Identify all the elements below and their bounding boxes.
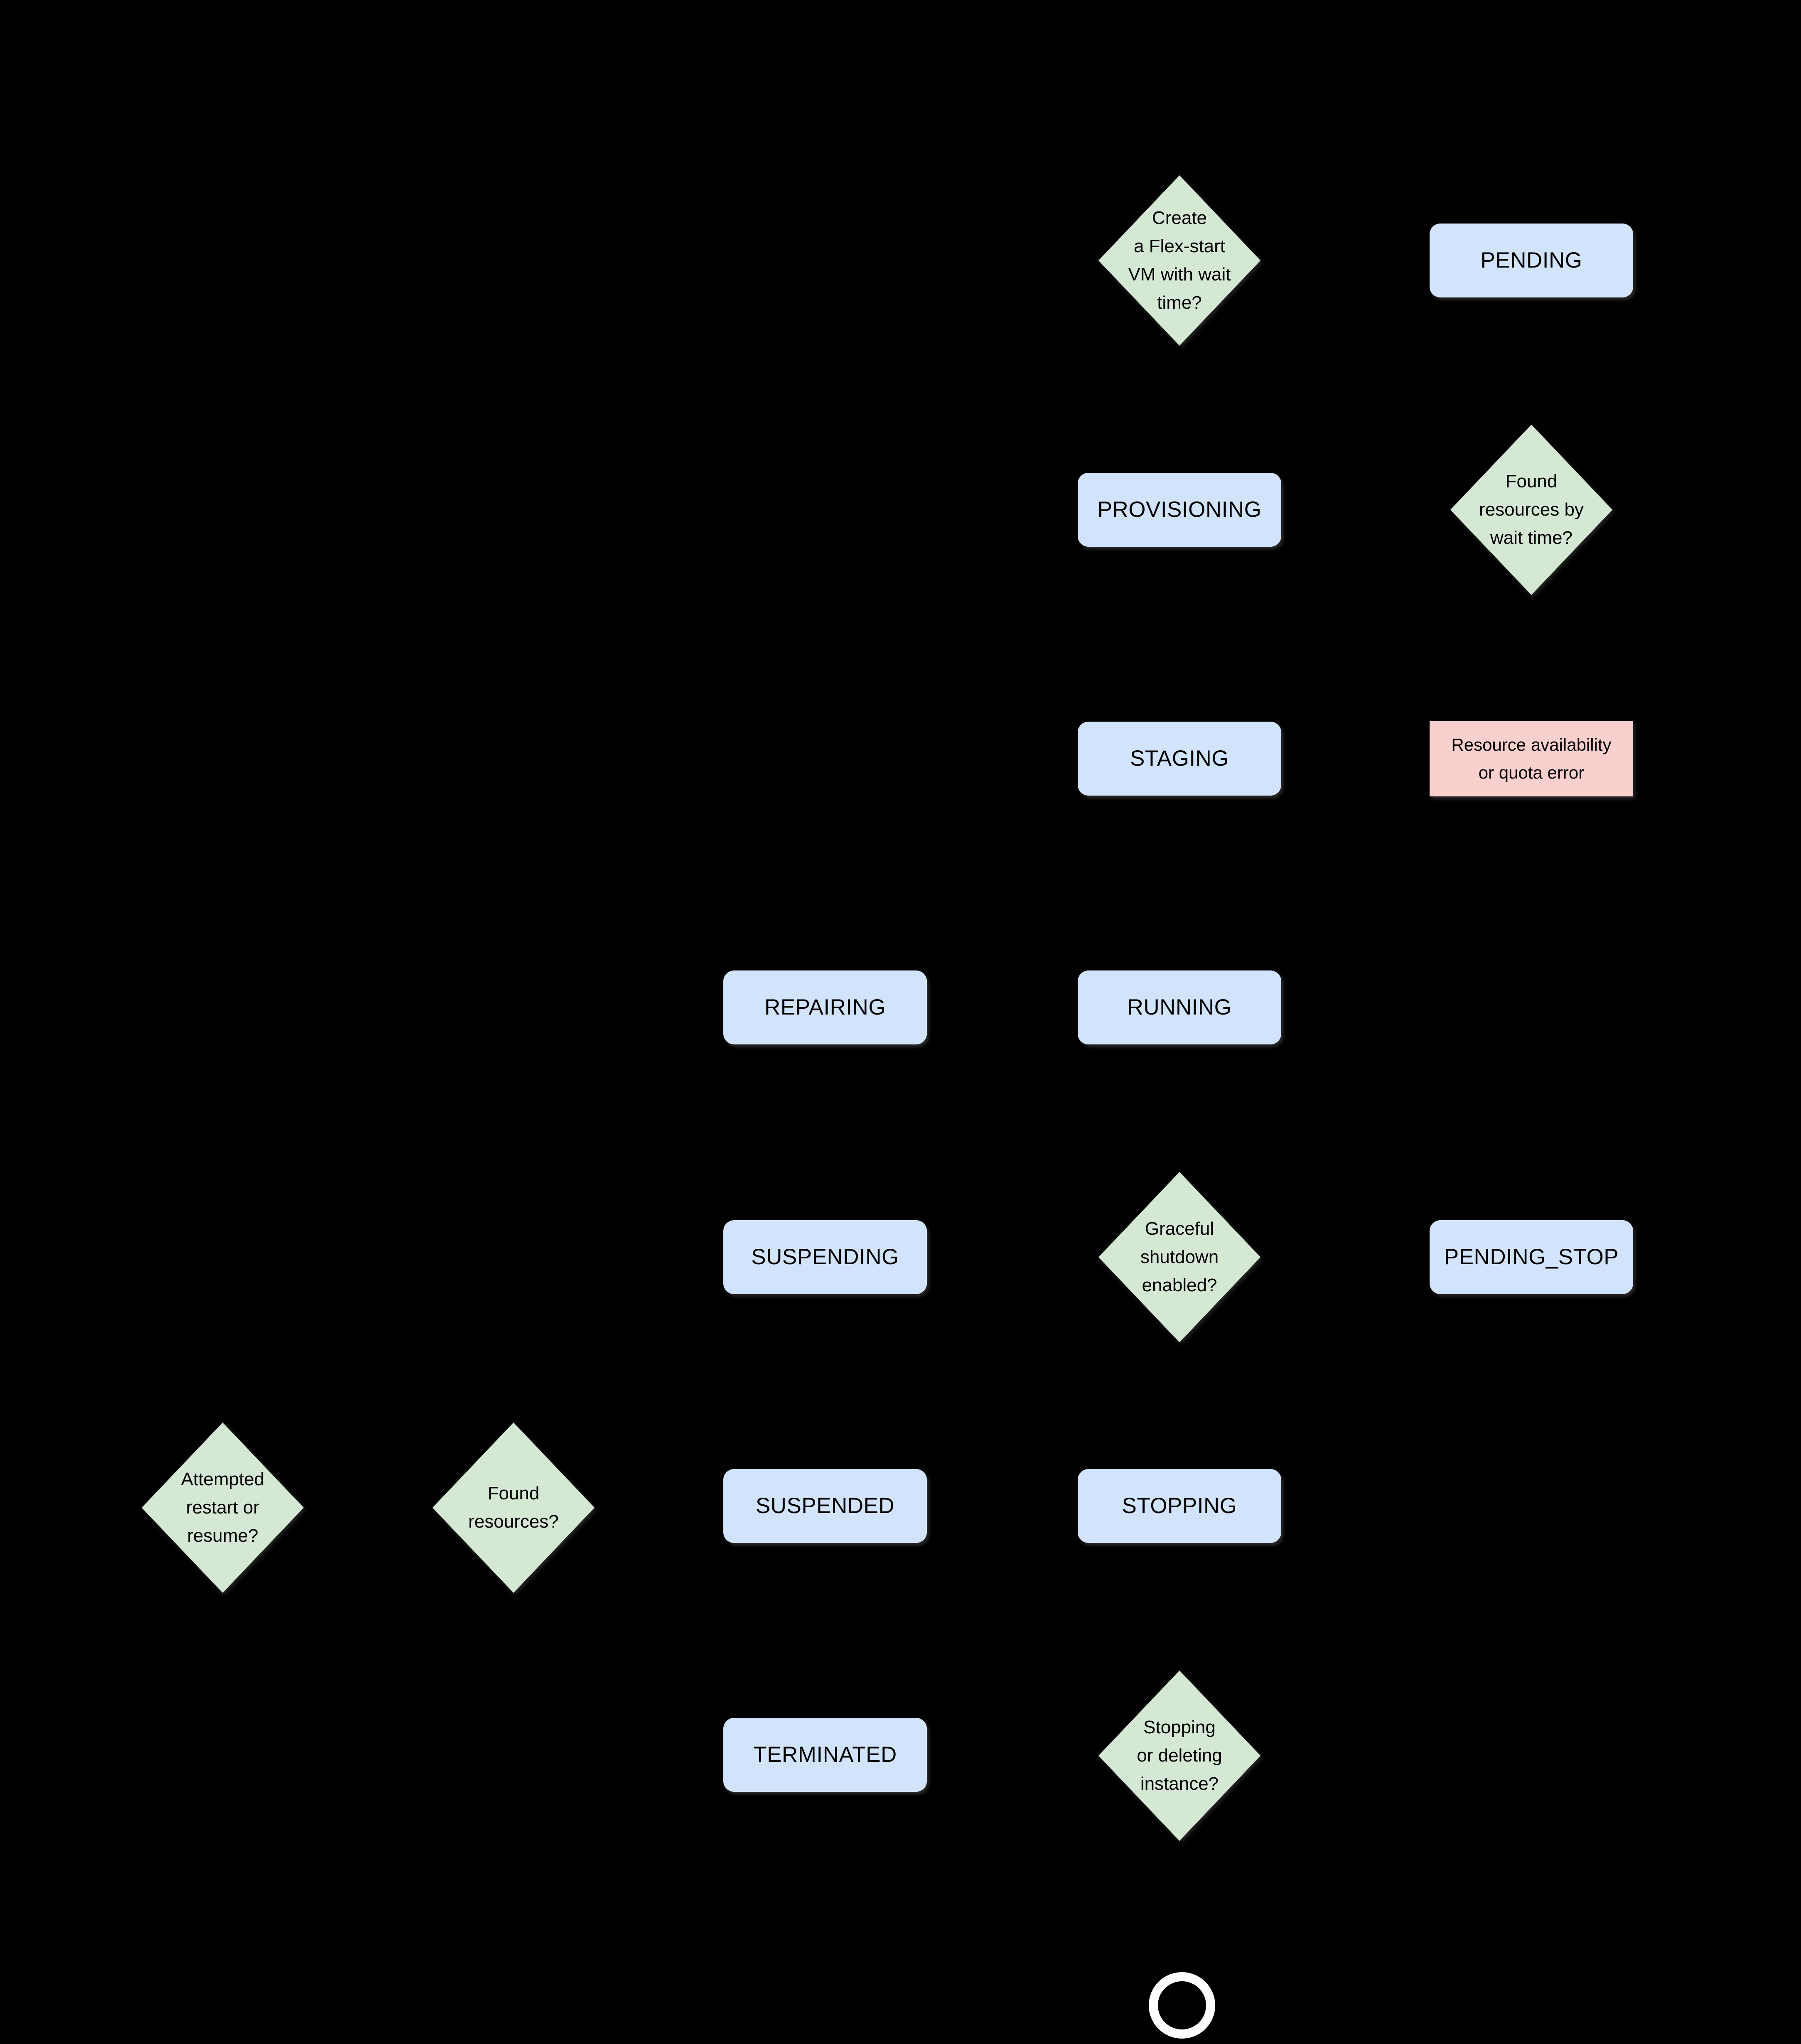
state-label: STAGING bbox=[1130, 746, 1229, 771]
state-repairing: REPAIRING bbox=[723, 970, 927, 1044]
state-label: PROVISIONING bbox=[1097, 497, 1262, 522]
state-label: TERMINATED bbox=[753, 1742, 897, 1767]
state-stopping: STOPPING bbox=[1078, 1469, 1281, 1543]
decision-label: Found resources? bbox=[468, 1483, 559, 1532]
error-resource-availability-or-quota: Resource availability or quota error bbox=[1430, 721, 1633, 796]
state-label: PENDING_STOP bbox=[1444, 1245, 1619, 1270]
state-running: RUNNING bbox=[1078, 970, 1281, 1044]
state-pending: PENDING bbox=[1430, 224, 1633, 297]
end-state-icon bbox=[1149, 1972, 1215, 2039]
state-provisioning: PROVISIONING bbox=[1078, 473, 1281, 547]
error-label: Resource availability or quota error bbox=[1451, 735, 1612, 782]
state-label: REPAIRING bbox=[764, 995, 886, 1020]
state-label: PENDING bbox=[1480, 248, 1582, 273]
decision-label: Create a Flex-start VM with wait time? bbox=[1128, 207, 1231, 313]
decision-label: Found resources by wait time? bbox=[1479, 471, 1584, 548]
state-suspended: SUSPENDED bbox=[723, 1469, 927, 1543]
state-label: SUSPENDING bbox=[751, 1245, 899, 1270]
state-terminated: TERMINATED bbox=[723, 1718, 927, 1792]
state-label: STOPPING bbox=[1122, 1494, 1237, 1518]
state-staging: STAGING bbox=[1078, 722, 1281, 796]
decision-label: Stopping or deleting instance? bbox=[1137, 1717, 1222, 1794]
decision-label: Graceful shutdown enabled? bbox=[1140, 1218, 1219, 1296]
state-label: RUNNING bbox=[1127, 995, 1232, 1020]
state-suspending: SUSPENDING bbox=[723, 1220, 927, 1294]
state-label: SUSPENDED bbox=[755, 1494, 895, 1518]
decision-label: Attempted restart or resume? bbox=[181, 1469, 265, 1546]
state-pending-stop: PENDING_STOP bbox=[1430, 1220, 1633, 1294]
